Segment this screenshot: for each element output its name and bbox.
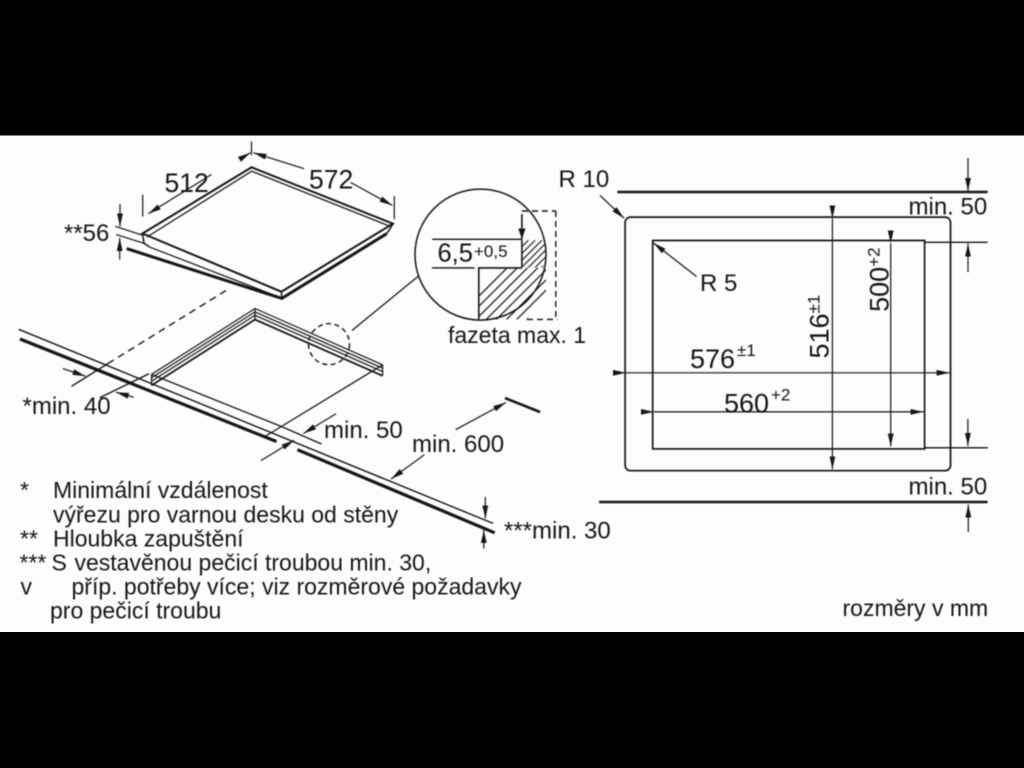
svg-text:572: 572 [309, 165, 353, 195]
svg-text:fazeta max. 1: fazeta max. 1 [448, 322, 586, 348]
svg-text:pro pečicí troubu: pro pečicí troubu [50, 598, 221, 624]
svg-text:min. 50: min. 50 [909, 474, 988, 501]
svg-text:v: v [21, 574, 33, 600]
svg-text:Minimální vzdálenost: Minimální vzdálenost [53, 477, 268, 503]
svg-text:***min. 30: ***min. 30 [504, 518, 611, 545]
svg-text:±1: ±1 [737, 341, 756, 360]
svg-text:560: 560 [724, 389, 769, 419]
svg-text:výřezu pro varnou desku od stě: výřezu pro varnou desku od stěny [53, 502, 399, 528]
svg-text:6,5: 6,5 [438, 240, 473, 268]
svg-text:min. 50: min. 50 [324, 417, 403, 444]
svg-text:*: * [20, 477, 29, 503]
svg-text:S: S [52, 550, 67, 576]
svg-text:512: 512 [165, 168, 209, 198]
svg-text:rozměry v mm: rozměry v mm [843, 595, 989, 621]
svg-text:*min. 40: *min. 40 [23, 393, 111, 420]
svg-text:příp. potřeby více; viz rozměr: příp. potřeby více; viz rozměrové požada… [72, 574, 522, 600]
svg-text:+2: +2 [771, 386, 790, 405]
svg-text:576: 576 [690, 344, 735, 374]
svg-text:**: ** [20, 526, 38, 552]
svg-text:**56: **56 [64, 220, 109, 247]
svg-text:vestavěnou pečicí troubou min.: vestavěnou pečicí troubou min. 30, [75, 550, 432, 576]
svg-text:***: *** [20, 550, 47, 576]
svg-text:min. 600: min. 600 [412, 431, 504, 458]
svg-text:R 5: R 5 [700, 270, 737, 297]
svg-text:+0,5: +0,5 [474, 242, 508, 261]
svg-text:min. 50: min. 50 [909, 194, 988, 221]
svg-text:Hloubka zapuštění: Hloubka zapuštění [53, 526, 244, 552]
svg-text:R 10: R 10 [559, 166, 610, 193]
